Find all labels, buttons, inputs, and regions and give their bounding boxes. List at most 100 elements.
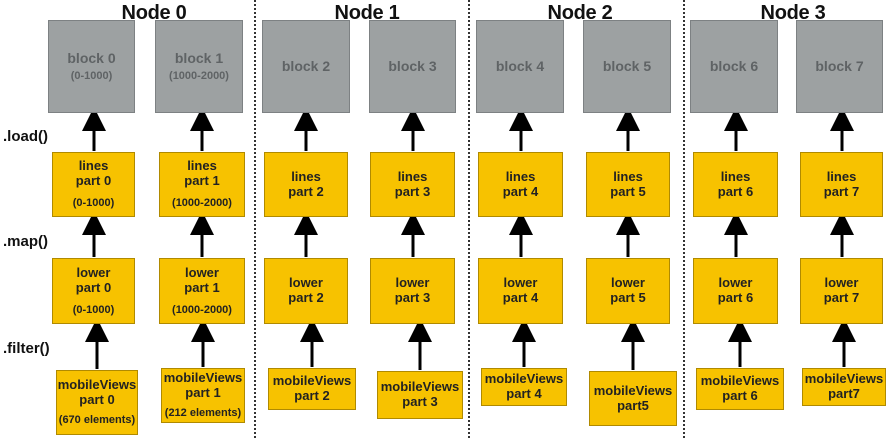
lines-partition-7: lines part 7 — [800, 152, 883, 217]
partition-part: part 7 — [823, 183, 860, 199]
lower-partition-2: lower part 2 — [264, 258, 348, 324]
mobileviews-partition-1: mobileViews part 1 (212 elements) — [161, 368, 245, 423]
node-title-2: Node 2 — [547, 2, 613, 24]
partition-range: (0-1000) — [72, 197, 115, 210]
lines-partition-3: lines part 3 — [370, 152, 455, 217]
partition-name: lower — [824, 275, 859, 291]
partition-part: part 1 — [184, 173, 220, 189]
block-7: block 7 — [796, 20, 883, 113]
partition-part: part 4 — [506, 386, 542, 401]
partition-range: (0-1000) — [72, 303, 115, 316]
block-label: block 0 — [67, 50, 116, 67]
block-3: block 3 — [369, 20, 456, 113]
partition-part: part 4 — [502, 183, 539, 199]
lines-partition-2: lines part 2 — [264, 152, 348, 217]
partition-part: part5 — [617, 397, 649, 413]
mobileviews-partition-5: mobileViews part5 — [589, 371, 677, 426]
block-label: block 3 — [388, 58, 437, 75]
lower-partition-1: lower part 1 (1000-2000) — [159, 258, 245, 324]
partition-name: mobileViews — [163, 370, 243, 386]
lines-partition-1: lines part 1 (1000-2000) — [159, 152, 245, 217]
block-range: (0-1000) — [70, 70, 113, 83]
partition-range: (1000-2000) — [172, 197, 232, 210]
block-label: block 2 — [281, 58, 331, 75]
lines-partition-5: lines part 5 — [586, 152, 670, 217]
partition-part: part 2 — [294, 388, 330, 403]
partition-part: part7 — [828, 386, 860, 401]
partition-part: part 0 — [75, 173, 112, 189]
block-label: block 5 — [602, 58, 652, 75]
mobileviews-partition-0: mobileViews part 0 (670 elements) — [56, 370, 138, 435]
node-title-0: Node 0 — [121, 2, 187, 24]
partition-part: part 3 — [394, 290, 431, 305]
partition-part: part 2 — [288, 183, 324, 199]
partition-name: lower — [289, 275, 323, 291]
partition-name: lines — [397, 168, 428, 184]
node-title-1: Node 1 — [334, 2, 400, 24]
partition-name: lines — [505, 168, 536, 184]
op-label-load: .load() — [3, 128, 48, 145]
block-label: block 7 — [815, 58, 864, 75]
node-title-3: Node 3 — [760, 2, 826, 24]
mobileviews-partition-6: mobileViews part 6 — [696, 368, 784, 410]
lines-partition-6: lines part 6 — [693, 152, 778, 217]
partition-name: lower — [503, 275, 538, 291]
partition-part: part 0 — [79, 392, 115, 408]
partition-part: part 0 — [75, 279, 112, 295]
block-label: block 6 — [709, 58, 759, 75]
node-divider — [683, 0, 685, 438]
partition-name: lines — [187, 158, 217, 174]
mobileviews-partition-7: mobileViews part7 — [802, 368, 886, 406]
partition-name: mobileViews — [380, 379, 460, 395]
block-label: block 1 — [174, 50, 224, 67]
partition-name: mobileViews — [593, 382, 673, 398]
block-1: block 1 (1000-2000) — [155, 20, 243, 113]
block-5: block 5 — [583, 20, 671, 113]
partition-part: part 6 — [717, 183, 754, 199]
block-label: block 4 — [495, 58, 545, 75]
block-2: block 2 — [262, 20, 350, 113]
block-range: (1000-2000) — [169, 70, 229, 83]
partition-part: part 4 — [502, 290, 539, 305]
partition-name: lower — [76, 264, 111, 280]
block-0: block 0 (0-1000) — [48, 20, 135, 113]
partition-name: mobileViews — [57, 377, 137, 393]
partition-part: part 7 — [823, 290, 860, 305]
partition-name: lower — [718, 275, 753, 291]
partition-name: lower — [185, 264, 219, 280]
lower-partition-3: lower part 3 — [370, 258, 455, 324]
partition-name: lines — [78, 158, 109, 174]
partition-part: part 3 — [402, 394, 438, 409]
partition-part: part 1 — [184, 279, 220, 295]
partition-count: (212 elements) — [164, 407, 242, 420]
lower-partition-4: lower part 4 — [478, 258, 563, 324]
lower-partition-5: lower part 5 — [586, 258, 670, 324]
partition-part: part 6 — [722, 388, 758, 403]
block-4: block 4 — [476, 20, 564, 113]
partition-name: mobileViews — [700, 373, 780, 389]
lines-partition-0: lines part 0 (0-1000) — [52, 152, 135, 217]
partition-part: part 5 — [610, 183, 646, 199]
partition-name: mobileViews — [484, 371, 564, 387]
partition-name: lower — [611, 275, 645, 291]
partition-name: lower — [395, 275, 430, 291]
block-6: block 6 — [690, 20, 778, 113]
partition-name: mobileViews — [804, 371, 884, 387]
partition-part: part 6 — [717, 290, 754, 305]
partition-range: (1000-2000) — [172, 303, 232, 316]
mobileviews-partition-3: mobileViews part 3 — [377, 371, 463, 419]
partition-part: part 2 — [288, 290, 324, 305]
partition-name: mobileViews — [272, 373, 352, 389]
mobileviews-partition-4: mobileViews part 4 — [481, 368, 567, 406]
node-divider — [254, 0, 256, 438]
op-label-map: .map() — [3, 233, 48, 250]
lines-partition-4: lines part 4 — [478, 152, 563, 217]
partition-part: part 1 — [185, 385, 221, 401]
lower-partition-7: lower part 7 — [800, 258, 883, 324]
partition-name: lines — [291, 168, 321, 184]
partition-count: (670 elements) — [58, 414, 136, 427]
op-label-filter: .filter() — [3, 340, 50, 357]
mobileviews-partition-2: mobileViews part 2 — [268, 368, 356, 410]
partition-name: lines — [613, 168, 643, 184]
